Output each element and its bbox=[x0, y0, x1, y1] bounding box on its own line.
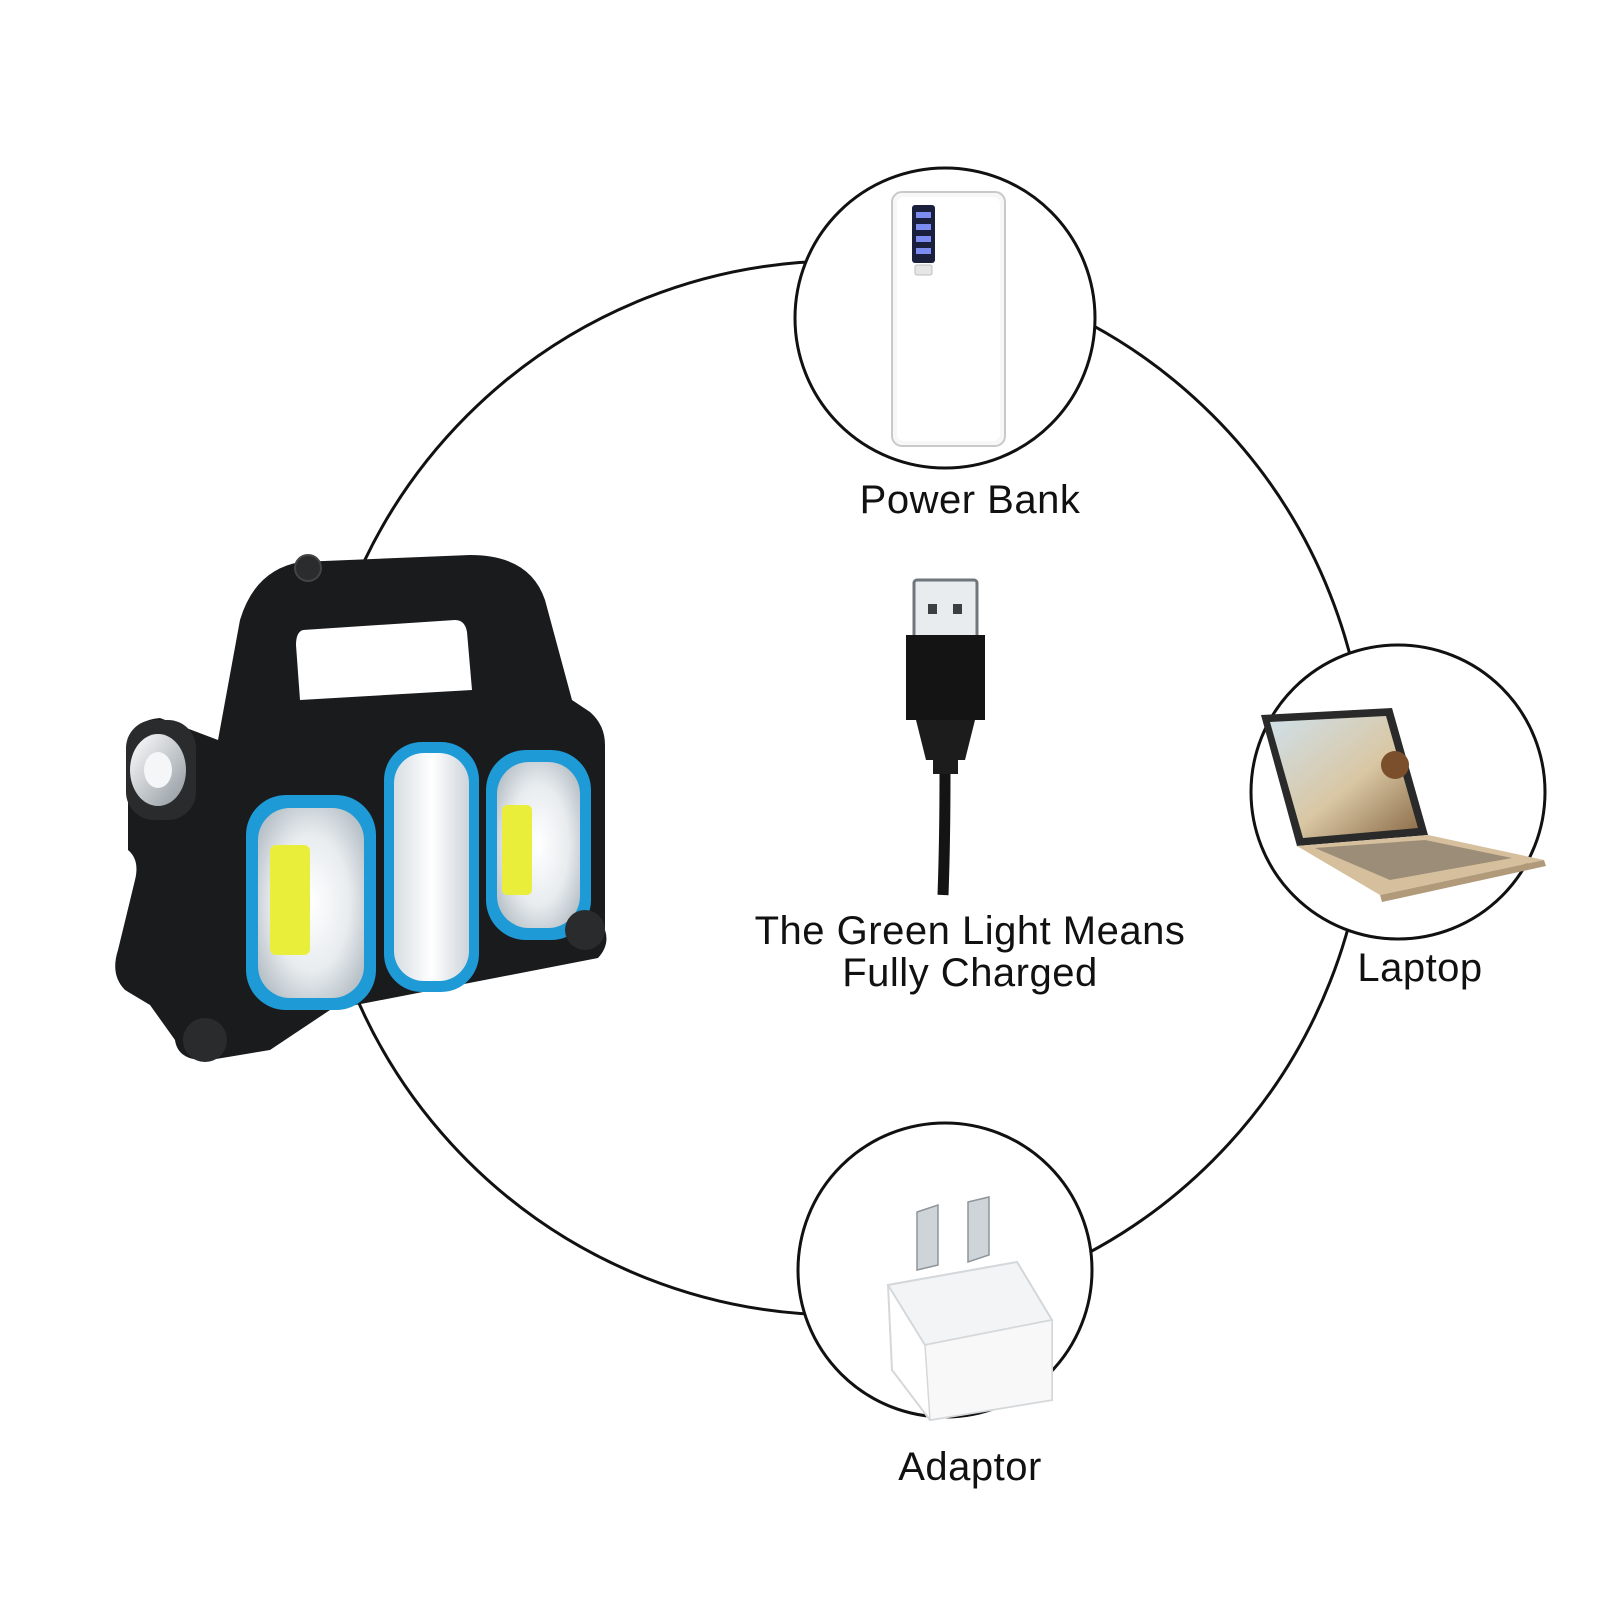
laptop-node bbox=[1249, 643, 1547, 941]
solar-work-light-icon bbox=[115, 554, 607, 1062]
wall-adaptor-icon bbox=[886, 1196, 1054, 1422]
laptop-label: Laptop bbox=[1357, 946, 1483, 990]
adaptor-label: Adaptor bbox=[898, 1445, 1042, 1489]
power-bank-icon bbox=[891, 191, 1006, 447]
laptop-icon bbox=[1261, 708, 1546, 902]
power-bank-label: Power Bank bbox=[859, 478, 1081, 522]
charging-status-text: The Green Light Means Fully Charged bbox=[690, 910, 1250, 994]
power-bank-node bbox=[793, 166, 1097, 470]
usb-cable-icon bbox=[906, 578, 985, 896]
charging-status-line-2: Fully Charged bbox=[842, 951, 1098, 995]
charging-status-line-1: The Green Light Means bbox=[754, 909, 1186, 953]
adaptor-node bbox=[796, 1121, 1094, 1422]
